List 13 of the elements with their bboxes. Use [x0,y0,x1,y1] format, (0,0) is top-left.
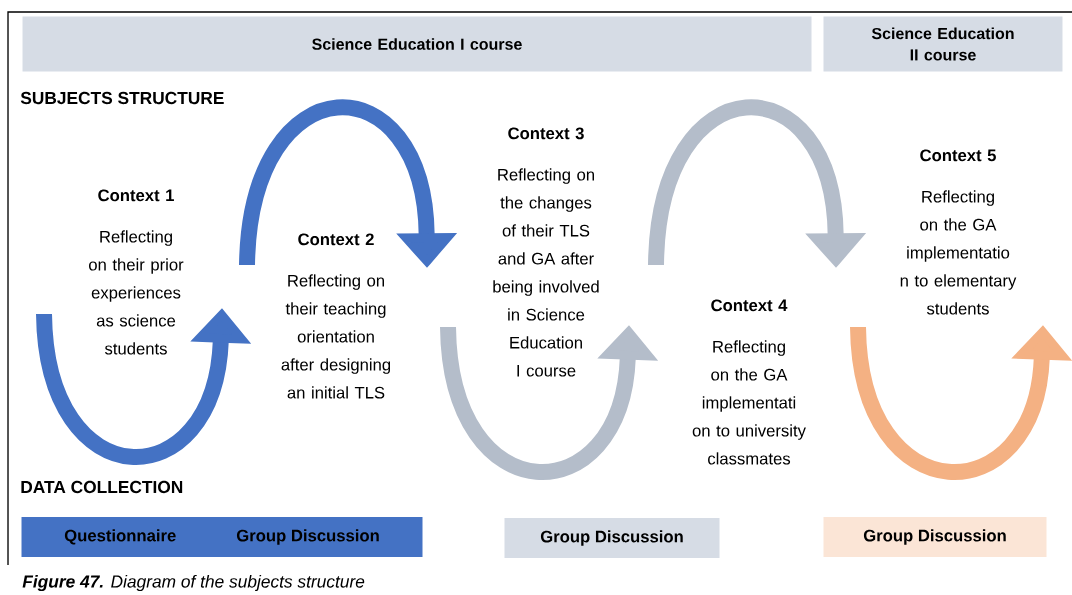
method-bar: Group Discussion [823,517,1047,557]
course-band: Science Education I course [22,16,812,72]
context-text: Context 1 Reflecting on their prior experiences as science students [89,189,184,355]
course-band: Science Education II course [823,16,1063,72]
context-text: Context 3 Reflecting on the changes of their TLS and GA after being involved in Science Education I course [493,127,599,377]
figure-caption: Figure 47. Diagram of the subjects structure [22,574,365,592]
method-bar: Questionnaire Group Discussion [21,517,423,557]
context-text: Context 4 Reflecting on the GA implementati on to university classmates [692,299,806,465]
section-heading: DATA COLLECTION [21,480,183,494]
section-heading: SUBJECTS STRUCTURE [20,91,224,105]
context-text: Context 2 Reflecting on their teaching orientation after designing an initial TLS [281,233,391,399]
context-text: Context 5 Reflecting on the GA implementatio n to elementary students [900,149,1017,315]
method-bar: Group Discussion [504,518,720,558]
